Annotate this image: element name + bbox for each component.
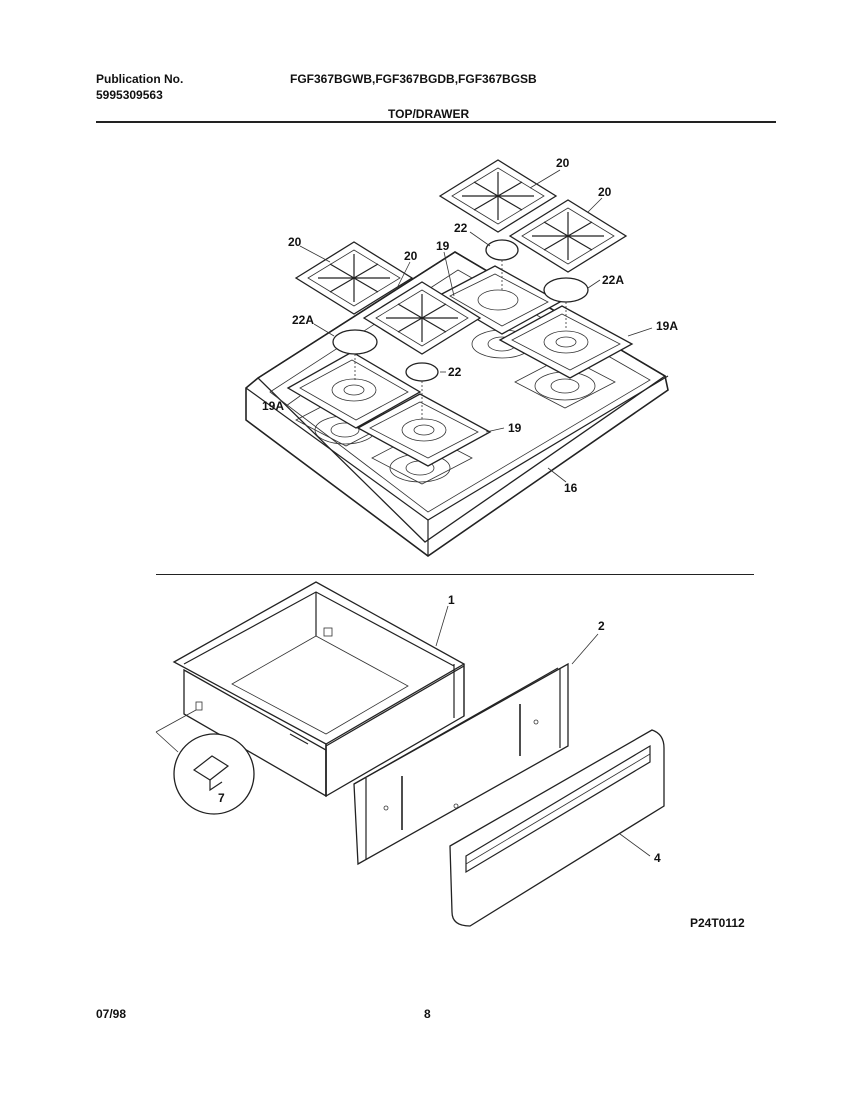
callout-22-front: 22 xyxy=(448,365,462,379)
burner-cap-22A-right xyxy=(543,277,589,330)
drawer-body-1 xyxy=(172,581,466,798)
callout-19A-left: 19A xyxy=(262,399,284,413)
drawer-front-4 xyxy=(449,729,665,927)
drawer-panel-2 xyxy=(353,662,569,866)
callout-19A-right: 19A xyxy=(656,319,678,333)
burner-cap-22-back xyxy=(485,239,519,290)
callout-20-a: 20 xyxy=(556,156,570,170)
grate-20-front-right xyxy=(362,281,482,355)
burner-pan-19-front xyxy=(356,393,492,467)
callout-22A-left: 22A xyxy=(292,313,314,327)
page-number: 8 xyxy=(424,1007,431,1021)
callout-1: 1 xyxy=(448,593,455,607)
model-numbers: FGF367BGWB,FGF367BGDB,FGF367BGSB xyxy=(290,72,537,86)
callout-19-back: 19 xyxy=(436,239,450,253)
section-divider xyxy=(156,574,754,575)
grate-20-front-left xyxy=(294,241,414,315)
callout-20-b: 20 xyxy=(598,185,612,199)
publication-label: Publication No. xyxy=(96,72,184,86)
callout-16: 16 xyxy=(564,481,578,495)
burner-pan-19A-right xyxy=(498,305,634,379)
header-rule xyxy=(96,121,776,123)
burner-cap-22-front xyxy=(405,362,439,420)
diagram-code: P24T0112 xyxy=(690,916,745,930)
burner-cap-22A-left xyxy=(332,329,378,380)
drawer-leader-lines xyxy=(435,605,651,857)
callout-22A-right: 22A xyxy=(602,273,624,287)
top-leader-lines xyxy=(285,169,653,483)
callout-20-d: 20 xyxy=(404,249,418,263)
callout-2: 2 xyxy=(598,619,605,633)
grate-20-back-left xyxy=(438,159,558,233)
callout-20-c: 20 xyxy=(288,235,302,249)
callout-22-back: 22 xyxy=(454,221,468,235)
callout-4: 4 xyxy=(654,851,661,865)
callout-19-front: 19 xyxy=(508,421,522,435)
burner-pan-19A-left xyxy=(286,351,422,429)
publication-number: 5995309563 xyxy=(96,88,163,102)
grate-20-back-right xyxy=(508,199,628,273)
section-title: TOP/DRAWER xyxy=(388,107,470,121)
footer-date: 07/98 xyxy=(96,1007,127,1021)
callout-7: 7 xyxy=(218,791,225,805)
clip-7-detail xyxy=(155,709,255,815)
